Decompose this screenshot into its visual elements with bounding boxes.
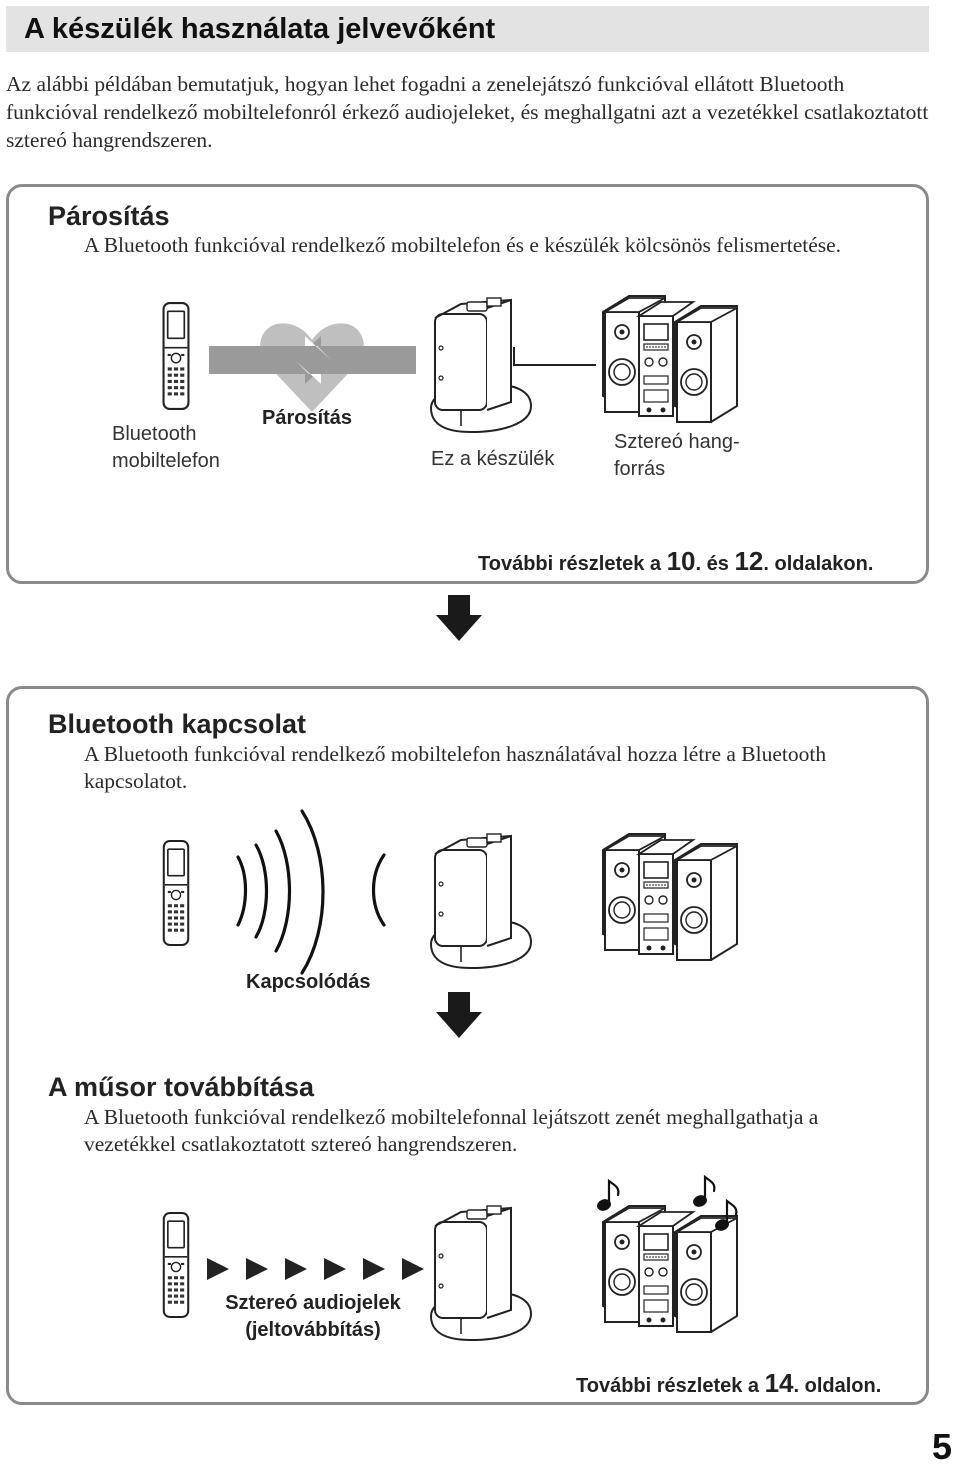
page-title: A készülék használata jelvevőként (24, 13, 496, 45)
music-note-icon (597, 1174, 738, 1231)
stereo-system-icon (590, 834, 756, 964)
pairing-arrow-right-icon (209, 336, 331, 384)
pairing-page-reference: További részletek a 10. és 12. oldalakon… (478, 546, 874, 576)
stereo-system-icon (590, 296, 756, 426)
page-number: 5 (931, 1426, 952, 1467)
stereo-caption: Sztereó hang-forrás (614, 431, 740, 480)
bluetooth-receiver-icon (430, 833, 532, 969)
transmission-title: A műsor továbbítása (48, 1072, 315, 1102)
connection-description: A Bluetooth funkcióval rendelkező mobilt… (84, 742, 827, 793)
device-caption: Ez a készülék (431, 448, 555, 470)
signal-waves-icon (236, 809, 386, 975)
pairing-title: Párosítás (48, 201, 170, 231)
intro-paragraph: Az alábbi példában bemutatjuk, hogyan le… (6, 72, 929, 152)
signal-flow-arrows (207, 1258, 424, 1280)
pairing-action-label: Párosítás (262, 407, 353, 429)
transmission-page-reference: További részletek a 14. oldalon. (576, 1368, 882, 1398)
arrow-down-icon (436, 595, 482, 641)
title-bar: A készülék használata jelvevőként (6, 6, 929, 52)
bluetooth-receiver-icon (430, 1205, 532, 1341)
mobile-phone-icon (162, 1212, 190, 1318)
pairing-description: A Bluetooth funkcióval rendelkező mobilt… (84, 233, 842, 257)
transmission-description: A Bluetooth funkcióval rendelkező mobilt… (84, 1105, 819, 1156)
connection-action-label: Kapcsolódás (246, 971, 371, 993)
arrow-down-icon (436, 992, 482, 1038)
mobile-phone-icon (162, 301, 190, 411)
signal-caption: Sztereó audiojelek(jeltovábbítás) (225, 1292, 401, 1341)
cable-line (513, 347, 596, 366)
mobile-phone-icon (162, 839, 190, 947)
heart-icon (209, 323, 416, 412)
pairing-arrow-left-icon (295, 336, 416, 384)
connection-title: Bluetooth kapcsolat (48, 709, 307, 739)
